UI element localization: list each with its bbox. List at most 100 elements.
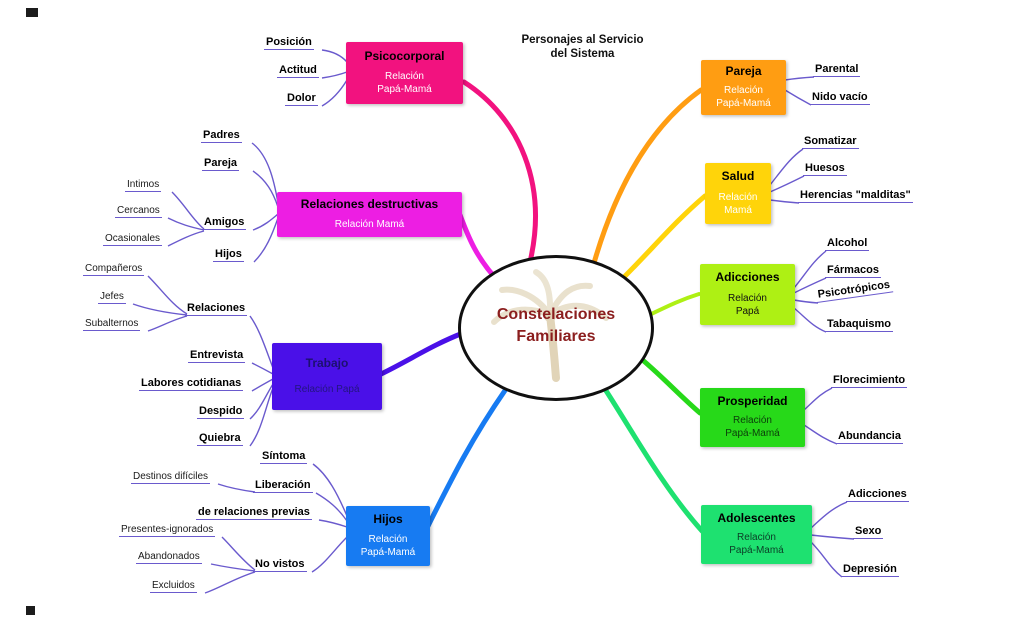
- leaf-parental[interactable]: Parental: [813, 63, 861, 77]
- leaf-line-sexo: [810, 534, 855, 540]
- leaf-line-dolor: [321, 79, 348, 107]
- leaf-companeros[interactable]: Compañeros: [83, 263, 145, 276]
- leaf-alcohol[interactable]: Alcohol: [825, 237, 870, 251]
- branch-curve-psicocorporal: [461, 79, 538, 265]
- branch-curve-prosperidad: [636, 354, 703, 416]
- leaf-padres[interactable]: Padres: [201, 129, 242, 143]
- leaf-posicion[interactable]: Posición: [264, 36, 314, 50]
- corner-mark-top: [26, 8, 38, 17]
- corner-mark-bottom: [26, 606, 35, 615]
- branch-trabajo-sublabel: Relación Papá: [294, 384, 360, 396]
- center-title-line1: Constelaciones: [496, 306, 616, 323]
- leaf-excluidos[interactable]: Excluidos: [150, 580, 197, 593]
- leaf-dolor[interactable]: Dolor: [285, 92, 318, 106]
- leaf-actitud[interactable]: Actitud: [277, 64, 319, 78]
- branch-adolescentes-sublabel: Relación Papá-Mamá: [729, 532, 784, 557]
- leaf-liberacion[interactable]: Liberación: [253, 479, 313, 493]
- branch-relaciones-destructivas-sublabel: Relación Mamá: [334, 218, 405, 230]
- leaf-quiebra[interactable]: Quiebra: [197, 432, 243, 446]
- leaf-cercanos[interactable]: Cercanos: [115, 205, 162, 218]
- leaf-line-no-vistos: [311, 536, 348, 573]
- leaf-line-labores: [251, 378, 274, 392]
- leaf-destinos-dificiles[interactable]: Destinos difíciles: [131, 471, 211, 484]
- branch-salud[interactable]: Salud Relación Mamá: [705, 163, 771, 224]
- leaf-amigos[interactable]: Amigos: [202, 216, 247, 230]
- leaf-jefes[interactable]: Jefes: [98, 291, 126, 304]
- leaf-no-vistos[interactable]: No vistos: [253, 558, 307, 572]
- leaf-line-tabaquismo: [793, 307, 827, 333]
- branch-hijos[interactable]: Hijos Relación Papá-Mamá: [346, 506, 430, 566]
- leaf-line-posicion: [321, 49, 348, 63]
- leaf-de-relaciones-previas[interactable]: de relaciones previas: [196, 506, 312, 520]
- leaf-line-somatizar: [769, 148, 804, 186]
- leaf-sexo[interactable]: Sexo: [853, 525, 884, 539]
- leaf-line-herencias: [769, 199, 800, 204]
- leaf-huesos[interactable]: Huesos: [803, 162, 847, 176]
- leaf-line-relaciones: [249, 315, 274, 369]
- branch-trabajo[interactable]: Trabajo Relación Papá: [272, 343, 382, 410]
- branch-relaciones-destructivas[interactable]: Relaciones destructivas Relación Mamá: [277, 192, 462, 237]
- branch-curve-adicciones: [645, 292, 701, 318]
- leaf-ocasionales[interactable]: Ocasionales: [103, 233, 163, 246]
- leaf-labores[interactable]: Labores cotidianas: [139, 377, 244, 391]
- leaf-subalternos[interactable]: Subalternos: [83, 318, 141, 331]
- branch-pareja[interactable]: Pareja Relación Papá-Mamá: [701, 60, 786, 115]
- branch-psicocorporal[interactable]: Psicocorporal Relación Papá-Mamá: [346, 42, 463, 104]
- branch-adicciones-sublabel: Relación Papá: [728, 292, 767, 317]
- leaf-tabaquismo[interactable]: Tabaquismo: [825, 318, 893, 332]
- leaf-line-liberacion: [315, 492, 348, 522]
- branch-curve-salud: [613, 193, 708, 288]
- leaf-line-companeros: [147, 275, 188, 315]
- leaf-herencias-malditas[interactable]: Herencias "malditas": [798, 189, 913, 203]
- branch-adolescentes[interactable]: Adolescentes Relación Papá-Mamá: [701, 505, 812, 564]
- leaf-line-abandonados: [210, 563, 256, 572]
- leaf-line-huesos: [769, 175, 805, 193]
- leaf-abundancia[interactable]: Abundancia: [836, 430, 903, 444]
- leaf-line-depresion: [810, 541, 843, 578]
- leaf-depresion[interactable]: Depresión: [841, 563, 899, 577]
- leaf-intimos[interactable]: Intimos: [125, 179, 162, 192]
- leaf-hijos[interactable]: Hijos: [213, 248, 244, 262]
- leaf-nido-vacio[interactable]: Nido vacío: [810, 91, 870, 105]
- branch-curve-trabajo: [378, 330, 466, 377]
- leaf-farmacos[interactable]: Fármacos: [825, 264, 881, 278]
- leaf-abandonados[interactable]: Abandonados: [136, 551, 202, 564]
- branch-prosperidad-label: Prosperidad: [717, 393, 788, 408]
- leaf-line-de-previas: [318, 519, 348, 528]
- leaf-pareja[interactable]: Pareja: [202, 157, 240, 171]
- leaf-line-farmacos: [793, 277, 827, 294]
- leaf-line-abundancia: [803, 424, 838, 445]
- leaf-relaciones[interactable]: Relaciones: [185, 302, 248, 316]
- branch-psicocorporal-label: Psicocorporal: [364, 48, 445, 63]
- leaf-line-amigos: [252, 213, 279, 231]
- leaf-presentes-ignorados[interactable]: Presentes-ignorados: [119, 524, 216, 537]
- branch-relaciones-destructivas-label: Relaciones destructivas: [300, 197, 439, 212]
- branch-adicciones[interactable]: Adicciones Relación Papá: [700, 264, 795, 325]
- leaf-line-cercanos: [167, 217, 205, 231]
- leaf-line-despido: [249, 383, 274, 420]
- leaf-somatizar[interactable]: Somatizar: [802, 135, 859, 149]
- leaf-line-sintoma: [312, 463, 348, 517]
- center-node[interactable]: Constelaciones Familiares: [458, 255, 654, 401]
- leaf-line-psicotropicos: [793, 299, 819, 304]
- leaf-adicciones[interactable]: Adicciones: [846, 488, 909, 502]
- branch-adolescentes-label: Adolescentes: [717, 510, 796, 525]
- leaf-line-ocasionales: [167, 230, 205, 247]
- branch-salud-label: Salud: [721, 169, 755, 184]
- leaf-line-pareja: [252, 170, 279, 208]
- leaf-line-destinos: [217, 483, 256, 493]
- leaf-entrevista[interactable]: Entrevista: [188, 349, 246, 363]
- leaf-line-alcohol: [793, 250, 827, 289]
- branch-salud-sublabel: Relación Mamá: [718, 191, 758, 216]
- branch-prosperidad[interactable]: Prosperidad Relación Papá-Mamá: [700, 388, 805, 447]
- leaf-line-excluidos: [204, 571, 256, 594]
- branch-pareja-label: Pareja: [725, 64, 762, 79]
- leaf-florecimiento[interactable]: Florecimiento: [831, 374, 908, 388]
- leaf-line-actitud: [321, 71, 348, 79]
- leaf-sintoma[interactable]: Síntoma: [260, 450, 308, 464]
- branch-trabajo-label: Trabajo: [305, 355, 349, 370]
- leaf-line-parental: [784, 76, 815, 81]
- leaf-despido[interactable]: Despido: [197, 405, 245, 419]
